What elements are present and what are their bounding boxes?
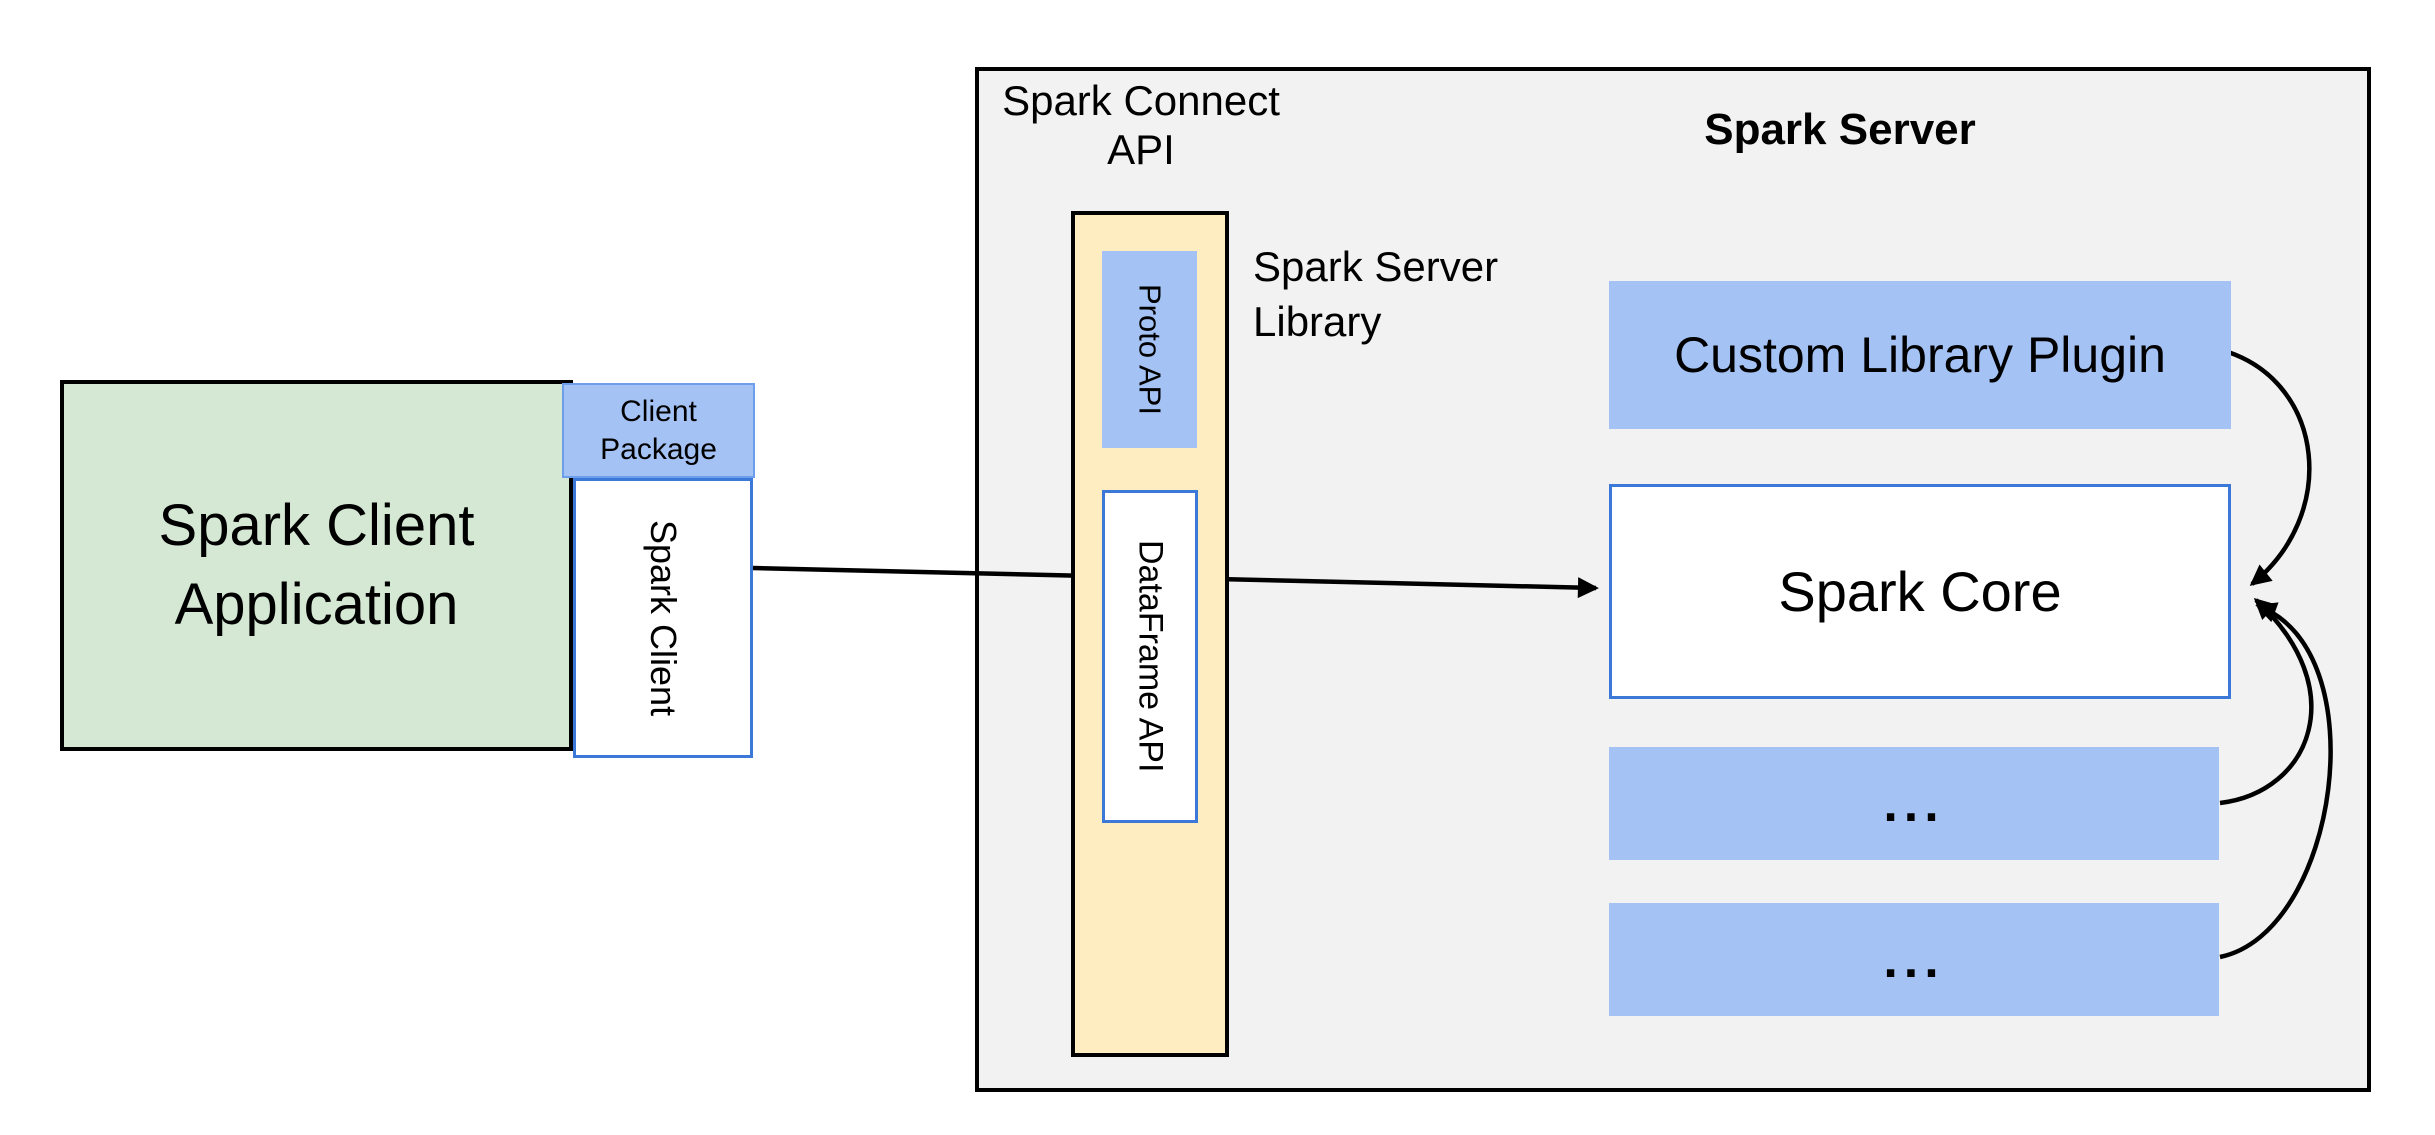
- spark-connect-api-title: Spark Connect API: [1002, 77, 1280, 174]
- spark-client-application-box: Spark Client Application: [60, 380, 573, 751]
- proto-api-box: Proto API: [1102, 251, 1197, 448]
- ellipsis-module-box-2: ...: [1609, 903, 2219, 1016]
- spark-core-box: Spark Core: [1609, 484, 2231, 699]
- ellipsis-module-box-1: ...: [1609, 747, 2219, 860]
- dataframe-api-box: DataFrame API: [1102, 490, 1198, 823]
- client-package-box: Client Package: [562, 383, 755, 478]
- spark-server-title: Spark Server: [1704, 105, 1976, 154]
- spark-client-box: Spark Client: [573, 478, 753, 758]
- custom-library-plugin-box: Custom Library Plugin: [1609, 281, 2231, 429]
- spark-server-library-label: Spark Server Library: [1253, 243, 1499, 345]
